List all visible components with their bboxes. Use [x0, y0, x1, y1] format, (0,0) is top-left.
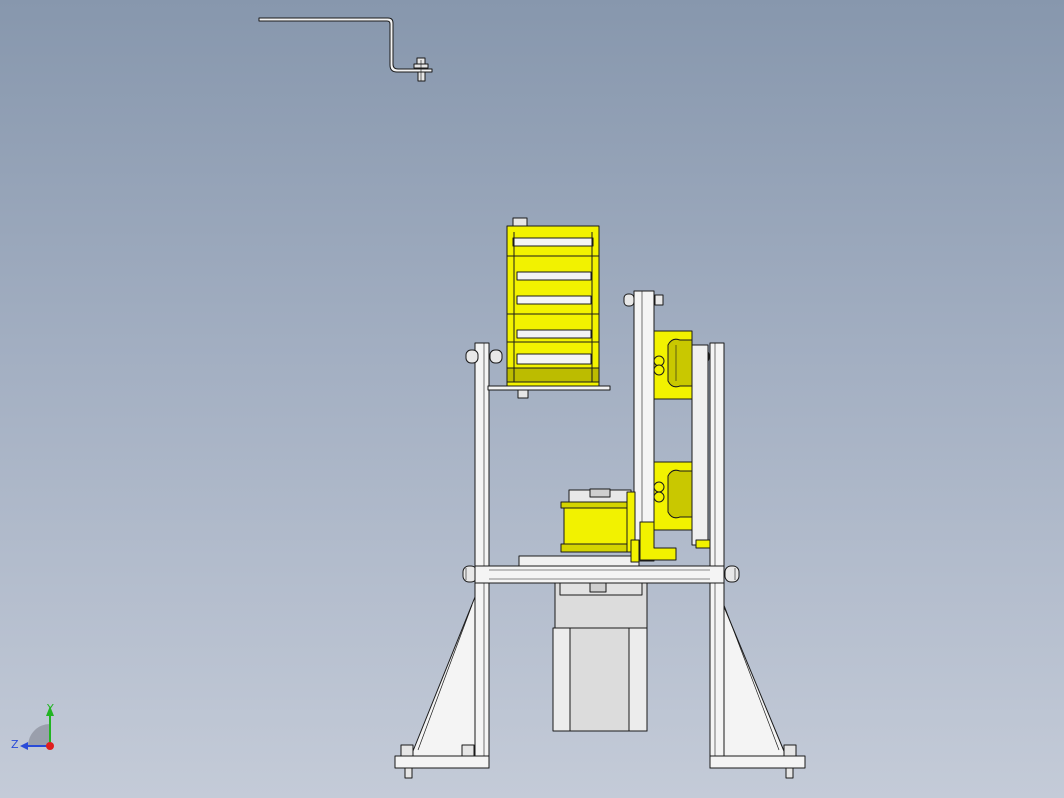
- bracket-wire-icon[interactable]: [258, 17, 433, 82]
- cable-chain-icon[interactable]: [487, 217, 611, 399]
- stepper-motor-icon[interactable]: [552, 581, 648, 732]
- axis-triad-icon: [20, 706, 54, 750]
- right-foot-icon: [709, 744, 806, 779]
- linear-guide-icon: [623, 290, 709, 562]
- pulley-yellow-icon[interactable]: [560, 488, 640, 563]
- right-gusset-icon: [719, 596, 787, 757]
- left-gusset-icon: [410, 596, 476, 757]
- mounting-plate-icon: [474, 555, 725, 584]
- axis-z-label: Z: [11, 738, 19, 751]
- slider-block-upper-icon[interactable]: [653, 330, 693, 400]
- axis-y-label: Y: [46, 702, 54, 715]
- left-frame-post-icon: [462, 342, 503, 769]
- slider-block-lower-icon[interactable]: [639, 461, 711, 561]
- left-foot-icon: [394, 744, 490, 779]
